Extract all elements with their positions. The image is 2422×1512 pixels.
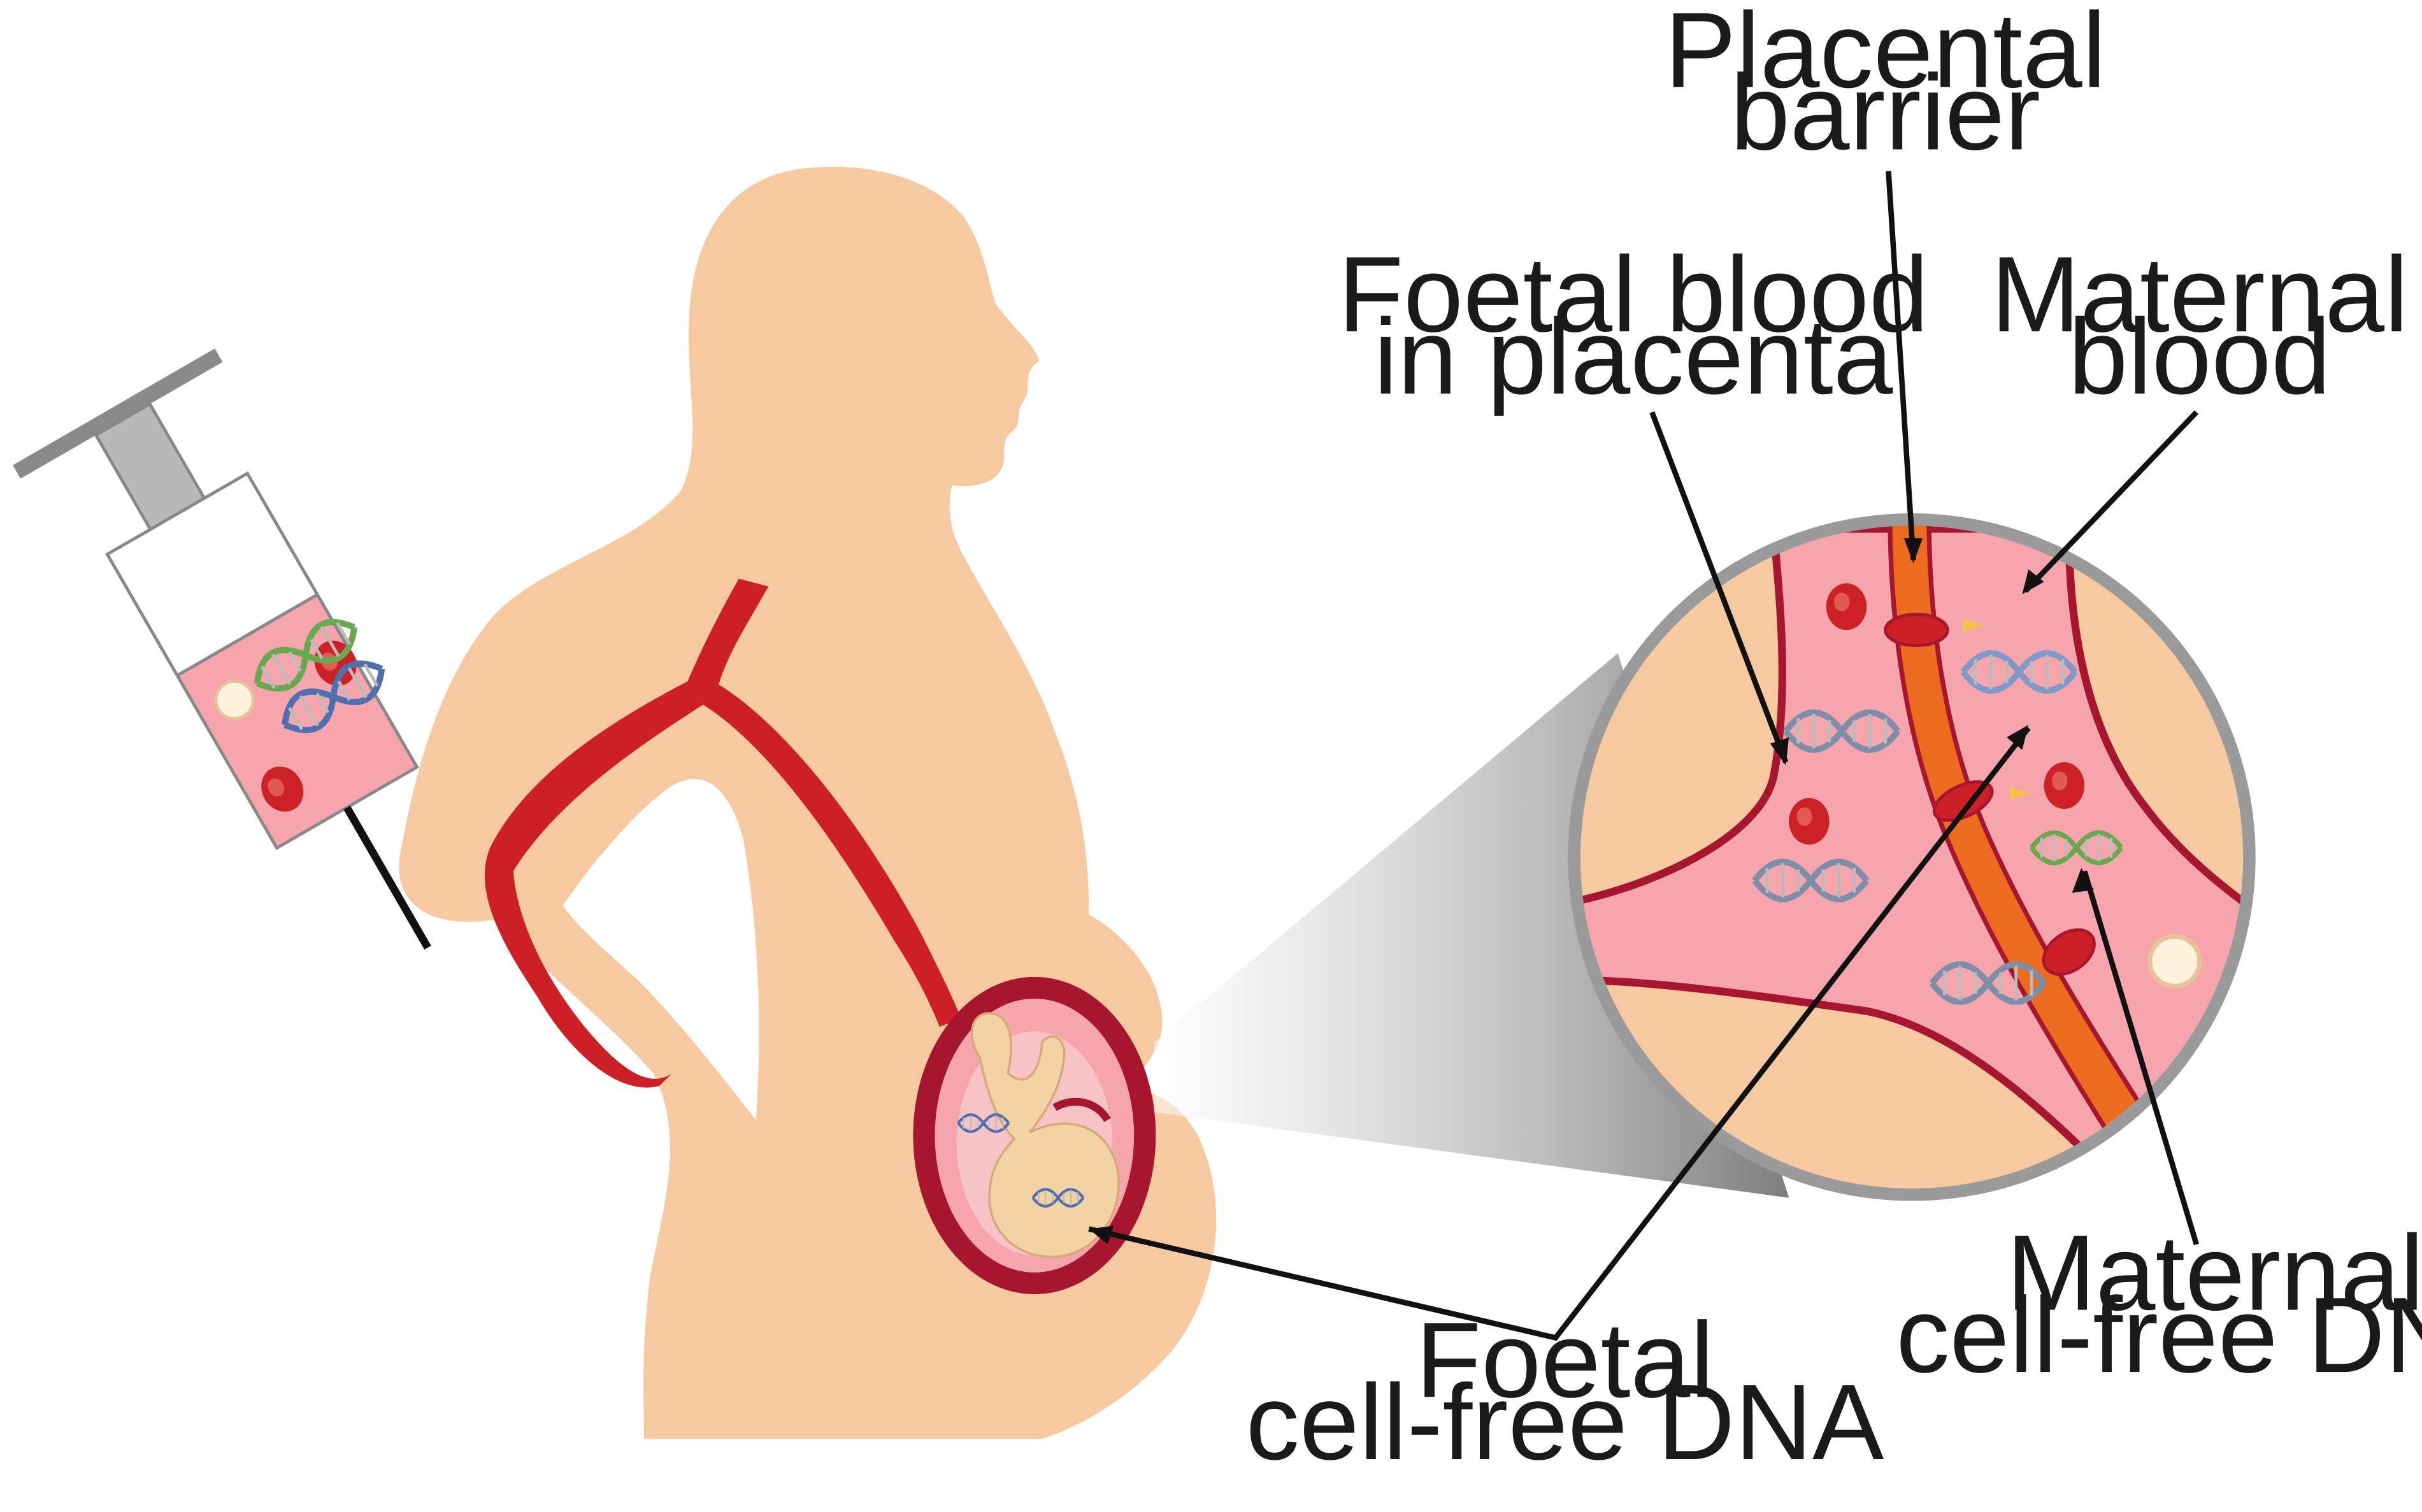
label-foetal-blood: Foetal blood in placenta — [1338, 234, 1928, 417]
label-foetal-blood-line2: in placenta — [1373, 296, 1893, 417]
arm-gap — [563, 778, 759, 1120]
leader-foetal-blood — [1649, 411, 1789, 764]
uterus — [913, 976, 1156, 1295]
leader-foetal-cfdna — [1088, 726, 2031, 1341]
leader-lines — [1088, 171, 2200, 1341]
transfer-arrows — [1963, 619, 2032, 800]
label-placental-barrier-line1: Placental — [1665, 0, 2106, 110]
label-placental-barrier-line2: barrier — [1730, 52, 2040, 172]
leader-maternal-cfdna — [2082, 870, 2200, 1246]
placental-vessel — [1580, 525, 2244, 1165]
white-blood-cell — [2147, 934, 2202, 989]
label-placental-barrier: Placental barrier — [1665, 0, 2106, 172]
leader-maternal-blood — [2023, 410, 2199, 594]
arrowheads — [1089, 538, 2094, 1245]
label-foetal-blood-line1: Foetal blood — [1338, 234, 1928, 354]
label-maternal-blood: Maternal blood — [1991, 234, 2409, 417]
syringe — [12, 348, 431, 950]
label-maternal-cfdna-line2: cell-free DNA — [1896, 1274, 2422, 1395]
label-foetal-cfdna-line1: Foetal — [1415, 1299, 1714, 1420]
barrier-pores — [1884, 613, 2096, 976]
label-maternal-cfdna: Maternal cell-free DNA — [1896, 1212, 2422, 1395]
magnified-placenta-view — [1568, 513, 2256, 1201]
label-maternal-cfdna-line1: Maternal — [2006, 1212, 2422, 1332]
leader-placental-barrier — [1886, 171, 1916, 560]
label-maternal-blood-line1: Maternal — [1991, 234, 2409, 354]
label-foetal-cfdna: Foetal cell-free DNA — [1246, 1299, 1884, 1482]
label-foetal-cfdna-line2: cell-free DNA — [1246, 1362, 1884, 1482]
label-maternal-blood-line2: blood — [2068, 296, 2331, 417]
placenta-attachment — [1052, 1097, 1111, 1122]
